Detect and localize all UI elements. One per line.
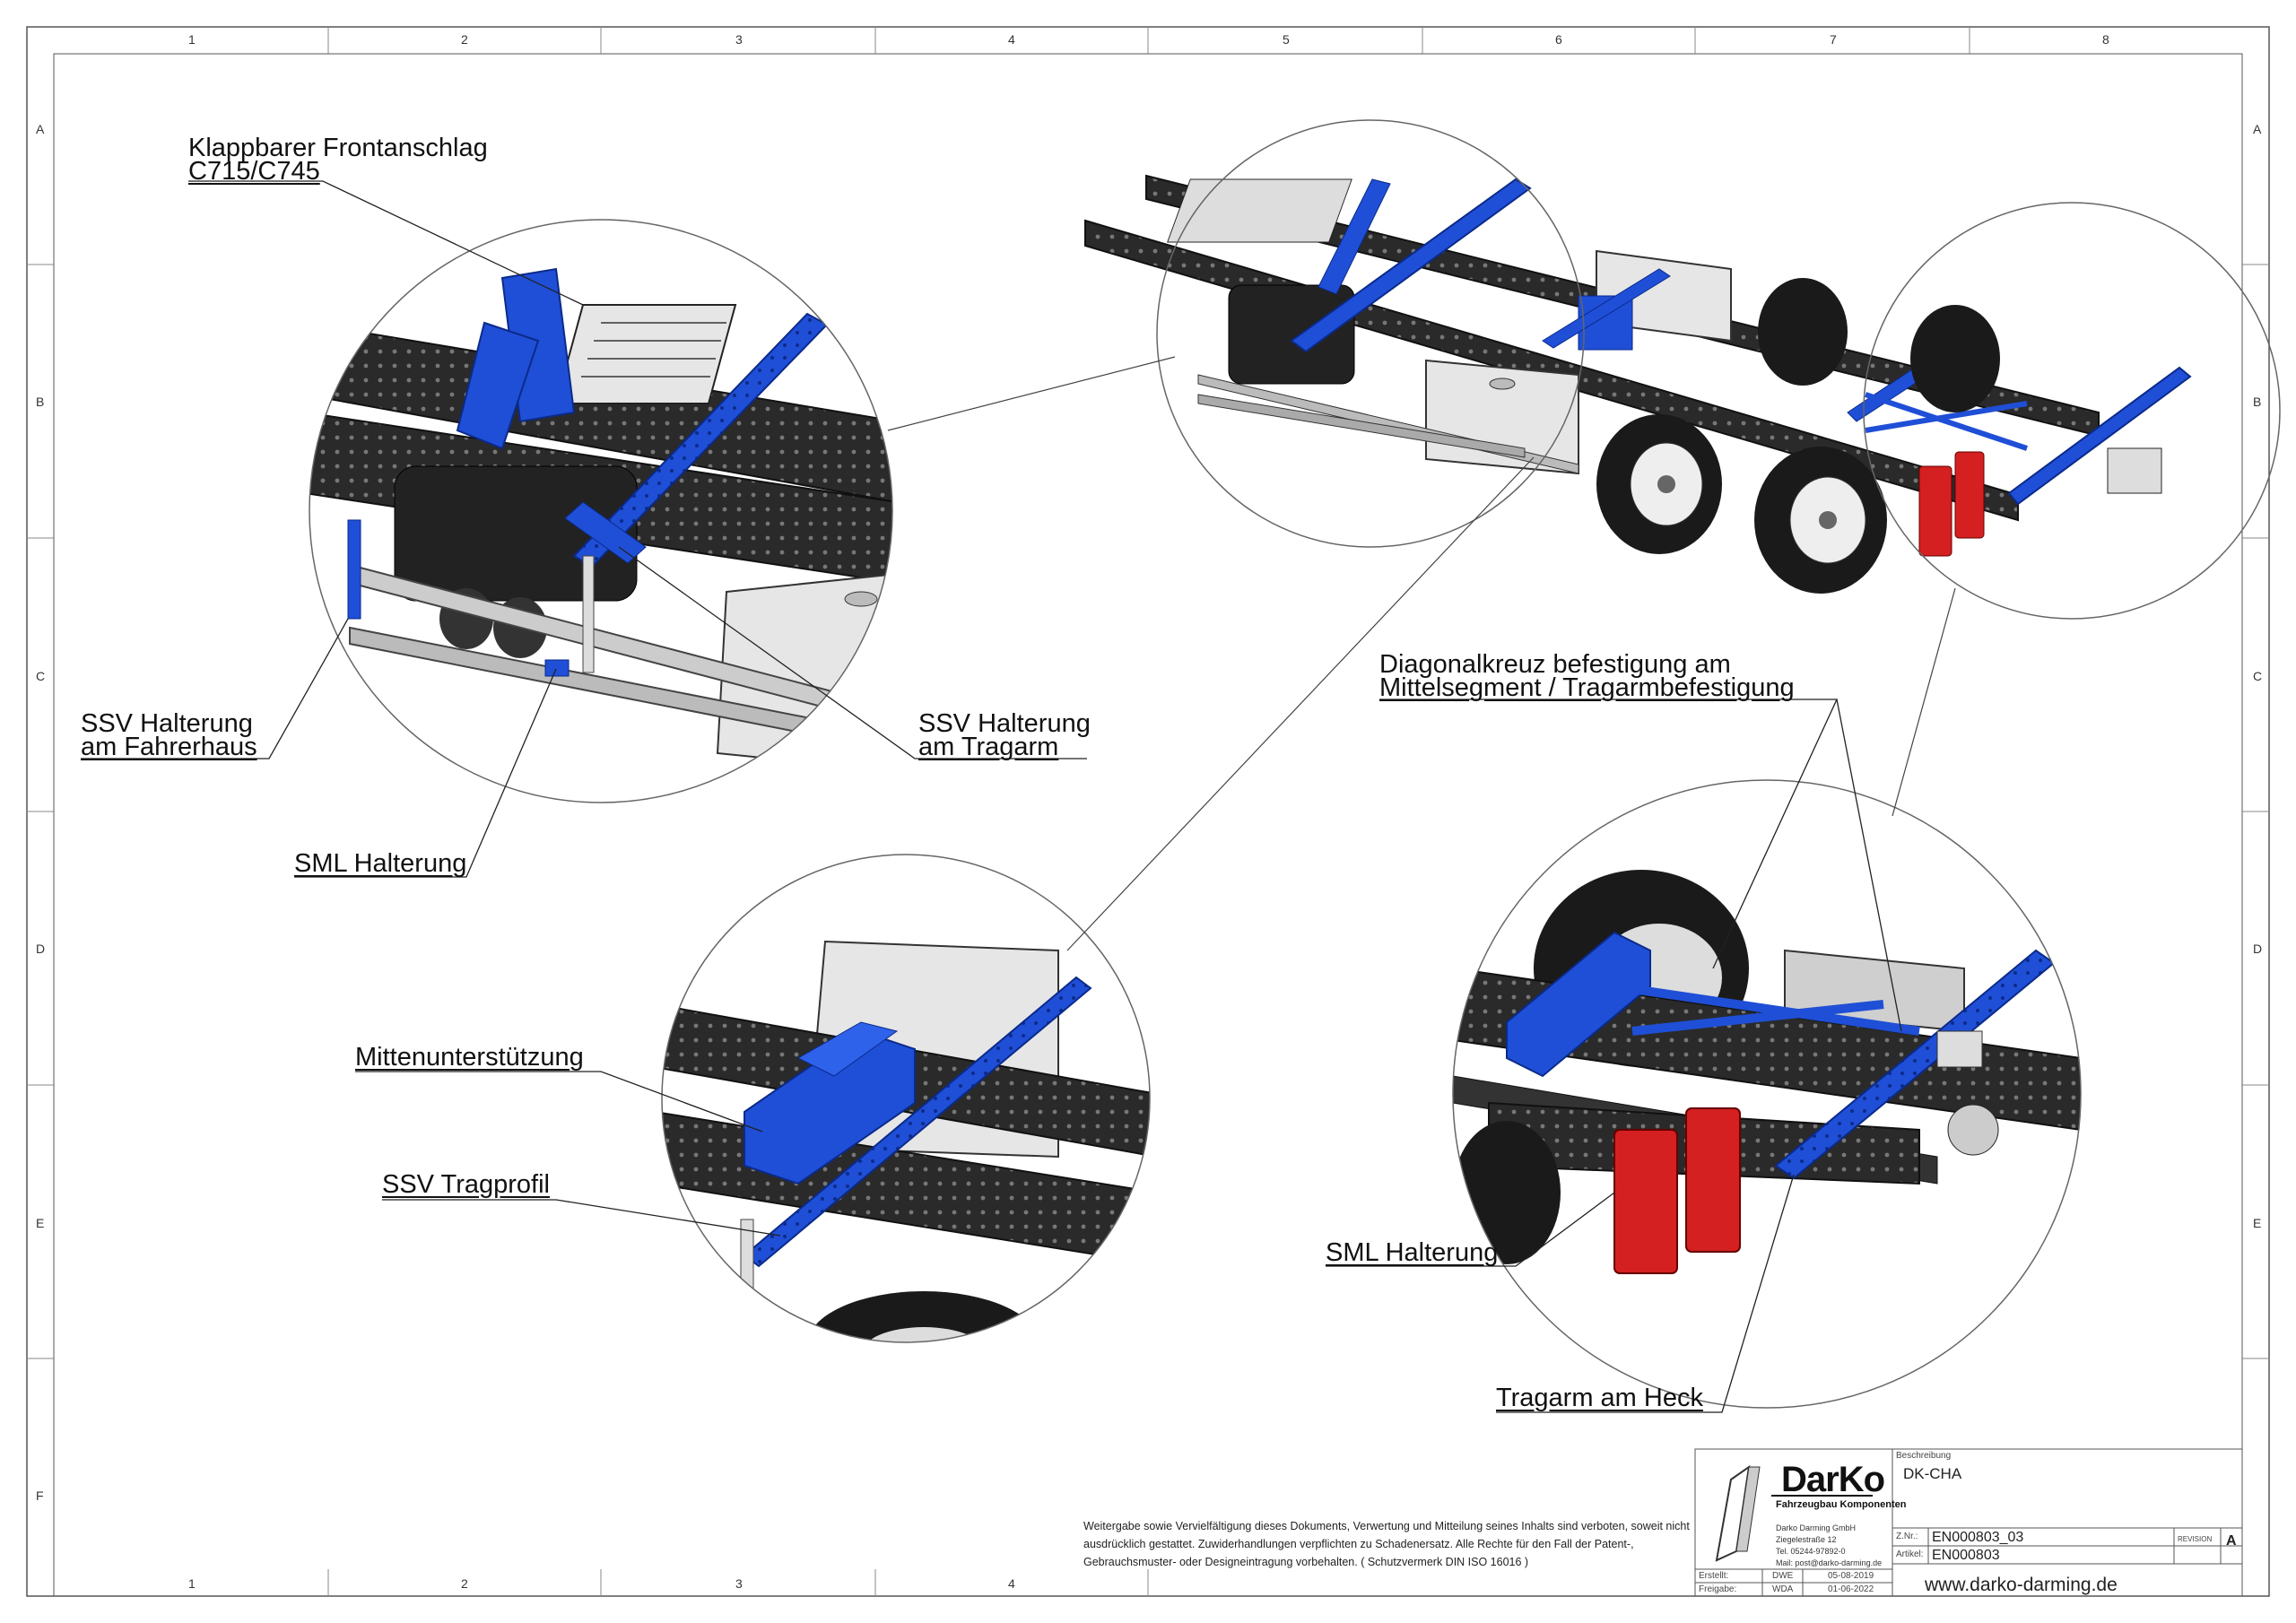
company-street: Ziegelestraße 12 xyxy=(1776,1535,1837,1544)
company-logo-name: DarKo xyxy=(1781,1460,1885,1499)
artikel-label: Artikel: xyxy=(1896,1549,1924,1559)
detail-middle-view xyxy=(662,855,1150,1342)
title-block-grid xyxy=(1694,1448,2243,1597)
beschreibung-label: Beschreibung xyxy=(1896,1451,1952,1461)
callout-sml-halterung-front: SML Halterung xyxy=(294,849,467,878)
detail-circle-rear-ref xyxy=(1863,202,2281,620)
zone-col-3-top: 3 xyxy=(735,32,743,47)
company-name: Darko Darming GmbH xyxy=(1776,1523,1857,1532)
freigabe-date: 01-06-2022 xyxy=(1828,1584,1874,1594)
zone-row-c-right: C xyxy=(2253,669,2263,683)
zone-col-6-top: 6 xyxy=(1555,32,1562,47)
zone-col-7-top: 7 xyxy=(1830,32,1837,47)
callout-ssv-tragarm-line1: SSV Halterung xyxy=(918,709,1091,738)
zone-col-4-bottom: 4 xyxy=(1008,1576,1015,1591)
company-phone: Tel. 05244-97892-0 xyxy=(1776,1547,1846,1556)
detail-circle-2 xyxy=(661,854,1151,1343)
callout-mittenunterstuetzung: Mittenunterstützung xyxy=(355,1043,584,1072)
znr-value: EN000803_03 xyxy=(1932,1530,2024,1545)
zone-row-e-right: E xyxy=(2253,1216,2262,1230)
callout-ssv-fahrerhaus-line2: am Fahrerhaus xyxy=(81,733,257,761)
erstellt-by: DWE xyxy=(1772,1571,1794,1581)
callout-tragarm-heck: Tragarm am Heck xyxy=(1496,1384,1703,1412)
callout-frontanschlag-line2: C715/C745 xyxy=(188,157,320,186)
main-chassis-view xyxy=(1084,174,2192,594)
erstellt-label: Erstellt: xyxy=(1699,1571,1729,1581)
zone-row-d-right: D xyxy=(2253,942,2263,956)
zone-ticks xyxy=(27,27,2269,1596)
zone-row-f-left: F xyxy=(36,1488,44,1503)
artikel-value: EN000803 xyxy=(1932,1548,2000,1563)
zone-col-1-top: 1 xyxy=(188,32,196,47)
zone-col-2-bottom: 2 xyxy=(461,1576,468,1591)
zone-row-d-left: D xyxy=(36,942,46,956)
detail-front-view xyxy=(309,220,892,803)
freigabe-by: WDA xyxy=(1772,1584,1794,1594)
callout-ssv-fahrerhaus-line1: SSV Halterung xyxy=(81,709,253,738)
callout-diagonalkreuz-line2: Mittelsegment / Tragarmbefestigung xyxy=(1379,673,1795,702)
detail-circle-1 xyxy=(309,219,893,803)
zone-row-c-left: C xyxy=(36,669,46,683)
zone-col-4-top: 4 xyxy=(1008,32,1015,47)
website-link[interactable]: www.darko-darming.de xyxy=(1925,1575,2118,1595)
copyright-notice: Weitergabe sowie Vervielfältigung dieses… xyxy=(1083,1520,1690,1568)
revision-label: REVISION xyxy=(2178,1535,2213,1543)
company-address: Darko Darming GmbH Ziegelestraße 12 Tel.… xyxy=(1776,1523,1882,1569)
erstellt-date: 05-08-2019 xyxy=(1828,1571,1874,1581)
detail-circle-3 xyxy=(1452,779,2082,1409)
callout-ssv-tragarm-line2: am Tragarm xyxy=(918,733,1059,761)
darko-logo-mark xyxy=(1715,1464,1873,1562)
beschreibung-value: DK-CHA xyxy=(1903,1465,1962,1482)
company-mail: Mail: post@darko-darming.de xyxy=(1776,1558,1883,1567)
detail-connector-lines xyxy=(887,356,1956,951)
znr-label: Z.Nr.: xyxy=(1896,1532,1918,1541)
zone-col-8-top: 8 xyxy=(2102,32,2109,47)
callout-diagonalkreuz-line1: Diagonalkreuz befestigung am xyxy=(1379,650,1731,679)
zone-row-b-left: B xyxy=(36,395,45,409)
zone-col-1-bottom: 1 xyxy=(188,1576,196,1591)
callout-frontanschlag-line1: Klappbarer Frontanschlag xyxy=(188,134,488,162)
zone-row-a-right: A xyxy=(2253,122,2262,136)
company-logo-subtitle: Fahrzeugbau Komponenten xyxy=(1776,1499,1907,1510)
zone-row-e-left: E xyxy=(36,1216,45,1230)
callout-ssv-tragprofil: SSV Tragprofil xyxy=(382,1170,550,1199)
revision-value: A xyxy=(2226,1533,2237,1549)
zone-col-3-bottom: 3 xyxy=(735,1576,743,1591)
zone-row-b-right: B xyxy=(2253,395,2262,409)
leader-lines xyxy=(81,180,1902,1413)
zone-row-a-left: A xyxy=(36,122,45,136)
zone-col-5-top: 5 xyxy=(1283,32,1290,47)
callout-sml-halterung-rear: SML Halterung xyxy=(1326,1238,1499,1267)
detail-circle-front-ref xyxy=(1156,119,1585,548)
zone-col-2-top: 2 xyxy=(461,32,468,47)
freigabe-label: Freigabe: xyxy=(1699,1584,1737,1594)
detail-rear-view xyxy=(1453,780,2081,1408)
